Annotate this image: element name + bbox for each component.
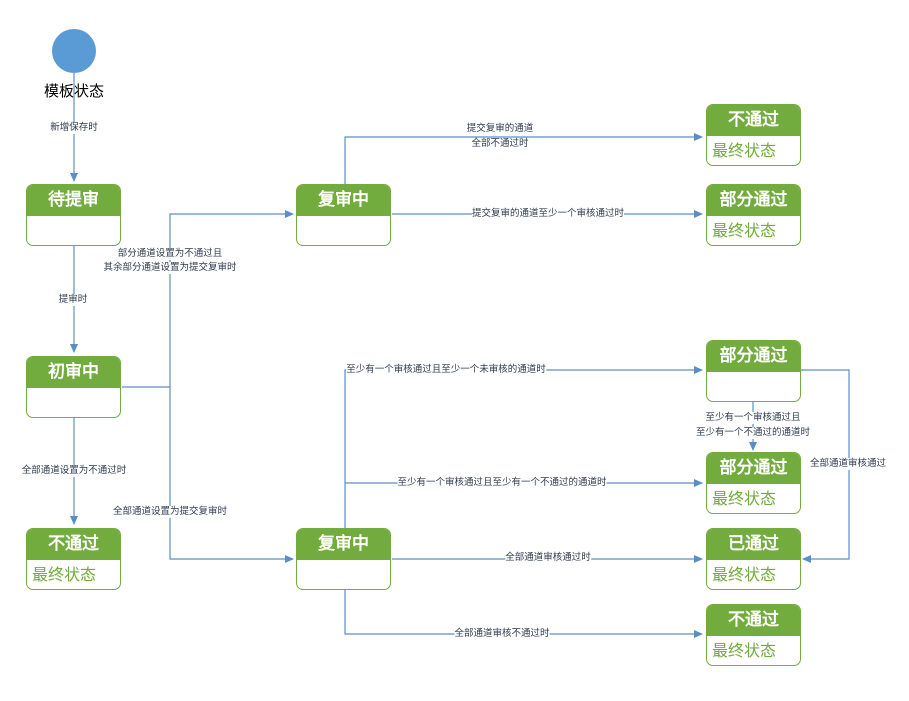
state-title: 不通过 [27,529,120,560]
state-rejected-top: 不通过 最终状态 [706,104,801,166]
state-title: 复审中 [297,529,390,560]
state-subtitle: 最终状态 [712,565,777,584]
state-partial-top: 部分通过 最终状态 [706,184,801,246]
state-partial-mid-final: 部分通过 最终状态 [706,452,801,514]
state-subtitle: 最终状态 [712,141,777,160]
start-label: 模板状态 [43,82,105,100]
edge-label: 全部不通过时 [471,138,529,150]
state-title: 部分通过 [707,185,800,216]
state-subtitle: 最终状态 [712,489,777,508]
state-subtitle [707,372,800,401]
edge-label: 至少有一个不通过的通道时 [695,427,811,439]
edge-label: 至少有一个审核通过且至少有一个不通过的通道时 [397,477,607,489]
state-title: 待提审 [27,185,120,216]
state-subtitle: 最终状态 [712,641,777,660]
state-title: 复审中 [297,185,390,216]
state-partial-mid: 部分通过 [706,340,801,402]
state-subtitle [27,388,120,417]
state-subtitle [297,560,390,589]
edge-first-to-review-top [122,210,294,388]
state-rejected-left: 不通过 最终状态 [26,528,121,590]
state-passed: 已通过 最终状态 [706,528,801,590]
state-rejected-bottom: 不通过 最终状态 [706,604,801,666]
edge-label: 部分通道设置为不通过且 [117,248,223,260]
state-title: 部分通过 [707,453,800,484]
edge-label: 提交复审的通道 [466,123,534,135]
edge-label: 全部通道设置为提交复审时 [112,506,228,518]
state-review-top: 复审中 [296,184,391,246]
start-node-circle [52,29,96,73]
state-title: 初审中 [27,357,120,388]
edge-label: 全部通道审核通过 [809,458,887,470]
edge-review-bottom-to-rejected [344,590,703,638]
edge-label: 提审时 [58,294,88,306]
edge-label: 新增保存时 [50,122,98,134]
edge-label: 全部通道审核通过时 [505,552,591,564]
state-title: 已通过 [707,529,800,560]
edge-label: 至少有一个审核通过且至少一个未审核的通道时 [346,364,546,376]
state-subtitle [27,216,120,245]
edge-first-to-review-bottom [169,387,294,563]
edge-label: 其余部分通道设置为提交复审时 [103,262,237,274]
edge-review-bottom-to-partial-mid [344,366,703,528]
edge-label: 提交复审的通道至少一个审核通过时 [471,208,625,220]
edge-review-top-to-rejected [344,133,703,184]
state-review-bottom: 复审中 [296,528,391,590]
state-title: 部分通过 [707,341,800,372]
state-subtitle [297,216,390,245]
state-pending: 待提审 [26,184,121,246]
edge-label: 全部通道设置为不通过时 [21,465,127,477]
state-title: 不通过 [707,105,800,136]
edge-label: 全部通道审核不通过时 [454,628,550,640]
edge-label: 至少有一个审核通过且 [705,412,801,424]
state-title: 不通过 [707,605,800,636]
state-first-review: 初审中 [26,356,121,418]
state-subtitle: 最终状态 [712,221,777,240]
state-subtitle: 最终状态 [32,565,97,584]
